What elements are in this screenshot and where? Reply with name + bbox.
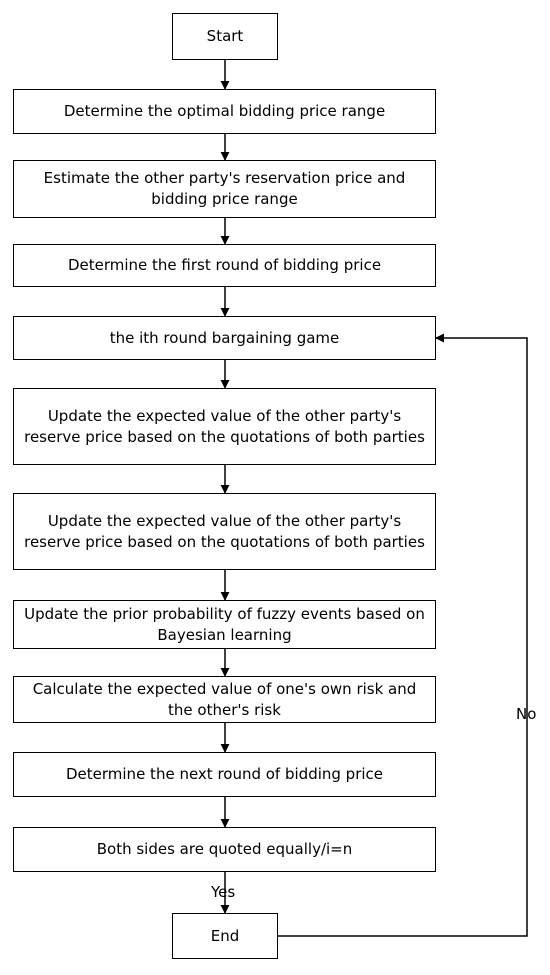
update-expected-value-node-2: Update the expected value of the other p… <box>13 493 436 570</box>
end-node: End <box>172 913 278 959</box>
ith-round-bargaining-node: the ith round bargaining game <box>13 316 436 360</box>
no-label: No <box>516 705 537 723</box>
update-prior-probability-node: Update the prior probability of fuzzy ev… <box>13 600 436 649</box>
estimate-reservation-price-node: Estimate the other party's reservation p… <box>13 160 436 218</box>
start-node: Start <box>172 13 278 60</box>
yes-label: Yes <box>211 883 236 901</box>
loop-arrow-11 <box>278 333 528 937</box>
decision-node: Both sides are quoted equally/i=n <box>13 827 436 872</box>
determine-optimal-range-node: Determine the optimal bidding price rang… <box>13 89 436 134</box>
update-expected-value-node-1: Update the expected value of the other p… <box>13 388 436 465</box>
first-round-bidding-node: Determine the first round of bidding pri… <box>13 244 436 287</box>
next-round-bidding-node: Determine the next round of bidding pric… <box>13 752 436 797</box>
calculate-risk-node: Calculate the expected value of one's ow… <box>13 676 436 723</box>
